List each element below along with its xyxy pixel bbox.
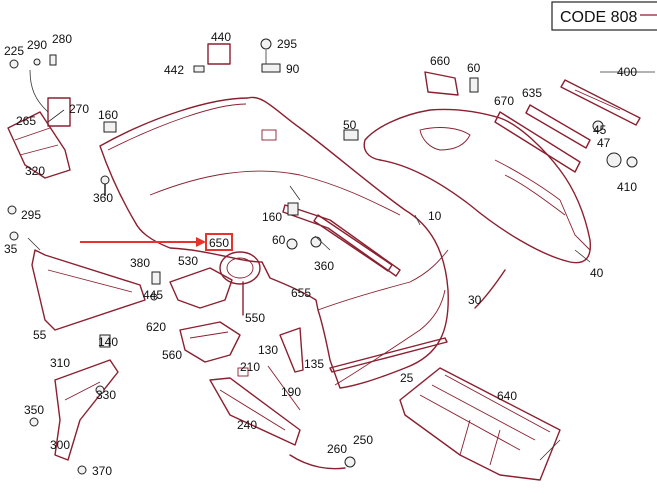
highlight-callout: 650 [80, 233, 233, 251]
part-label-290: 290 [27, 38, 47, 52]
part-label-160-b: 160 [262, 210, 282, 224]
part-label-50: 50 [343, 118, 357, 132]
part-label-190: 190 [281, 385, 301, 399]
part-label-370: 370 [92, 464, 112, 478]
bracket-55 [31, 249, 146, 331]
part-label-300: 300 [50, 438, 70, 452]
part-label-620: 620 [146, 320, 166, 334]
diffuser-part [363, 108, 592, 264]
part-label-670: 670 [494, 94, 514, 108]
part-label-550: 550 [245, 311, 265, 325]
part-label-360-b: 360 [314, 259, 334, 273]
strip-655 [282, 204, 401, 277]
code-box-text: CODE 808 [560, 9, 637, 26]
part-label-160-a: 160 [98, 108, 118, 122]
part-label-445: 445 [143, 288, 163, 302]
part-label-442: 442 [164, 63, 184, 77]
left-brackets [7, 111, 146, 461]
bracket-270 [47, 97, 71, 127]
trim-strips [494, 79, 641, 173]
part-560 [179, 321, 241, 363]
part-label-310: 310 [50, 356, 70, 370]
bumper-cover-part [99, 96, 449, 389]
bracket-300 [54, 359, 119, 461]
part-label-295-a: 295 [21, 208, 41, 222]
part-label-47: 47 [597, 136, 611, 150]
part-label-240: 240 [237, 418, 257, 432]
part-label-660: 660 [430, 54, 450, 68]
part-240 [209, 377, 301, 446]
part-label-135: 135 [304, 357, 324, 371]
part-label-360-a: 360 [93, 191, 113, 205]
part-label-30: 30 [468, 293, 482, 307]
strip-25 [329, 337, 448, 373]
part-label-10: 10 [428, 209, 442, 223]
code-box: CODE 808 [551, 1, 657, 31]
part-label-440: 440 [211, 30, 231, 44]
bracket-320 [7, 111, 71, 179]
part-label-210: 210 [240, 360, 260, 374]
part-label-640: 640 [497, 389, 517, 403]
part-label-55: 55 [33, 328, 47, 342]
part-label-265: 265 [16, 114, 36, 128]
highlight-box [205, 233, 233, 251]
leader-lines [27, 50, 655, 461]
part-label-380: 380 [130, 256, 150, 270]
part-label-35: 35 [4, 242, 18, 256]
part-label-25: 25 [400, 371, 414, 385]
strip-30 [474, 269, 506, 309]
part-label-90: 90 [286, 62, 300, 76]
part-label-225: 225 [4, 44, 24, 58]
part-labels: 225 290 280 270 265 320 160 360 295 35 5… [4, 30, 637, 478]
part-label-330: 330 [96, 388, 116, 402]
part-label-60-a: 60 [467, 61, 481, 75]
part-650-ring [219, 251, 261, 285]
cable-260 [289, 454, 346, 470]
part-190-line [267, 365, 301, 411]
part-label-260: 260 [327, 442, 347, 456]
part-label-270: 270 [69, 102, 89, 116]
part-label-350: 350 [24, 403, 44, 417]
part-530 [169, 267, 233, 309]
part-label-250: 250 [353, 433, 373, 447]
part-label-530: 530 [178, 254, 198, 268]
part-label-295-b: 295 [277, 37, 297, 51]
part-label-560: 560 [162, 348, 182, 362]
part-label-410: 410 [617, 180, 637, 194]
center-parts [169, 204, 401, 470]
part-label-40: 40 [590, 266, 604, 280]
bracket-660 [424, 71, 459, 96]
part-label-140: 140 [98, 335, 118, 349]
hardware-parts [7, 38, 638, 475]
part-label-45: 45 [593, 123, 607, 137]
underbody-panel-640 [399, 367, 561, 481]
part-label-655: 655 [291, 286, 311, 300]
bracket-440 [207, 43, 231, 65]
highlight-label: 650 [209, 236, 229, 250]
part-label-400: 400 [617, 65, 637, 79]
part-label-320: 320 [25, 164, 45, 178]
part-label-130: 130 [258, 343, 278, 357]
part-135 [279, 327, 304, 373]
part-label-635: 635 [522, 86, 542, 100]
part-label-60-b: 60 [272, 233, 286, 247]
part-label-280: 280 [52, 32, 72, 46]
